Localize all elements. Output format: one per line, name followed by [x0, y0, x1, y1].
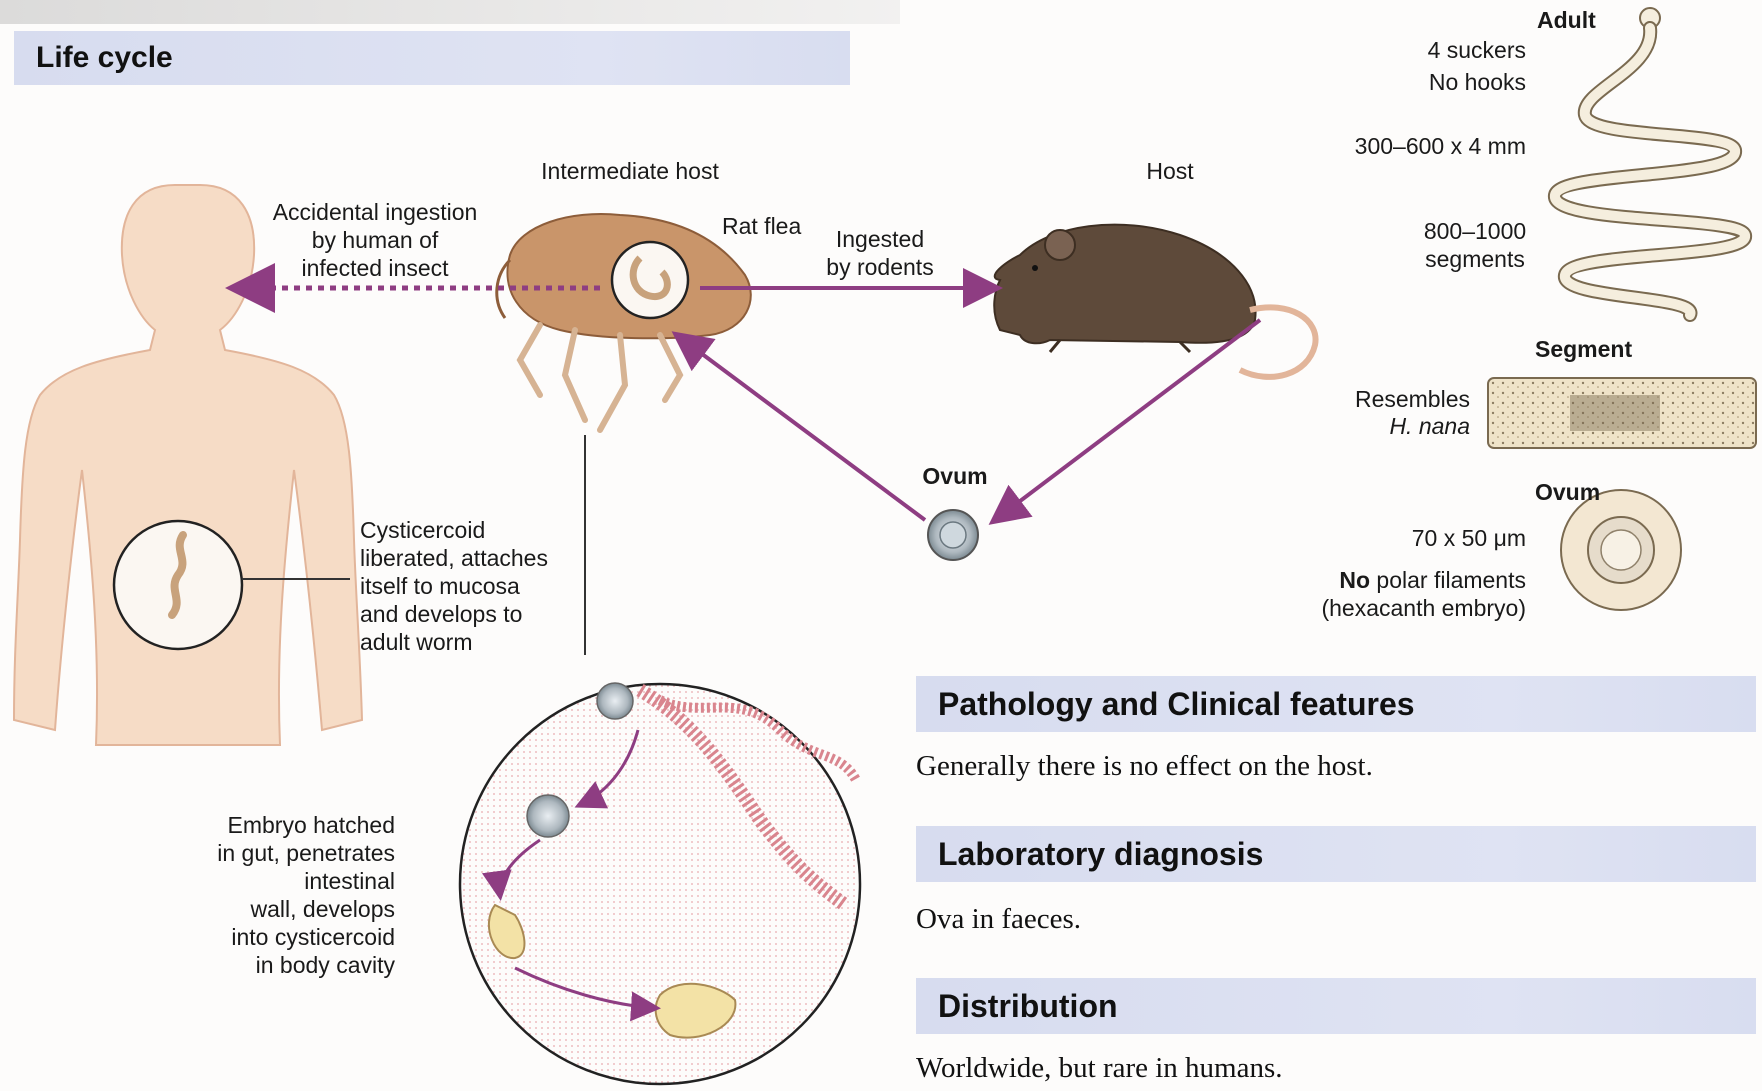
hexacanth-label: (hexacanth embryo) [1300, 594, 1526, 622]
polar-filaments-label: No polar filaments [1300, 566, 1526, 594]
segment-illustration [1488, 378, 1756, 448]
host-label: Host [1110, 157, 1230, 185]
life-cycle-title: Life cycle [36, 41, 173, 75]
h-nana-label: H. nana [1330, 412, 1470, 440]
cropped-title-fragment [0, 0, 900, 24]
lab-diagnosis-title: Laboratory diagnosis [938, 836, 1263, 873]
segment-title: Segment [1535, 335, 1632, 363]
pathology-title: Pathology and Clinical features [938, 686, 1415, 723]
ovum-cycle-illustration [928, 510, 978, 560]
lab-diagnosis-text: Ova in faeces. [916, 903, 1081, 936]
ingested-by-rodents-label: Ingested by rodents [790, 225, 970, 281]
hooks-label: No hooks [1330, 68, 1526, 96]
suckers-label: 4 suckers [1330, 36, 1526, 64]
adult-title: Adult [1537, 6, 1596, 34]
no-word: No [1339, 567, 1370, 593]
pathology-header: Pathology and Clinical features [916, 676, 1756, 732]
cysticercoid-label: Cysticercoid liberated, attaches itself … [360, 516, 548, 656]
resembles-label: Resembles [1330, 385, 1470, 413]
ovum-size-label: 70 x 50 μm [1330, 524, 1526, 552]
pathology-text: Generally there is no effect on the host… [916, 750, 1373, 783]
intermediate-host-label: Intermediate host [520, 157, 740, 185]
distribution-text: Worldwide, but rare in humans. [916, 1052, 1283, 1085]
embryo-label: Embryo hatched in gut, penetrates intest… [190, 811, 395, 979]
segments-label: 800–1000 segments [1400, 217, 1550, 273]
intestine-inset-circle [460, 683, 860, 1084]
distribution-header: Distribution [916, 978, 1756, 1034]
ovum-morphology-illustration [1561, 490, 1681, 610]
life-cycle-header: Life cycle [14, 31, 850, 85]
adult-worm-illustration [1555, 8, 1745, 315]
lab-diagnosis-header: Laboratory diagnosis [916, 826, 1756, 882]
ovum-cycle-label: Ovum [905, 462, 1005, 490]
adult-size-label: 300–600 x 4 mm [1300, 132, 1526, 160]
rat-illustration [994, 225, 1315, 377]
distribution-title: Distribution [938, 988, 1118, 1025]
polar-text: polar filaments [1370, 567, 1526, 593]
ovum-morphology-title: Ovum [1535, 478, 1600, 506]
accidental-ingestion-label: Accidental ingestion by human of infecte… [255, 198, 495, 282]
